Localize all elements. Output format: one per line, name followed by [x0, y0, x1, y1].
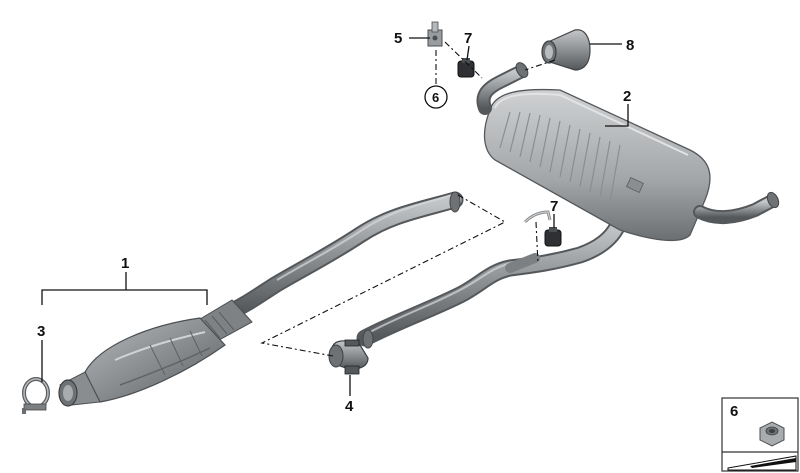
- rubber-mount-lower: [544, 227, 562, 247]
- legend-box: 6: [721, 397, 799, 472]
- center-rear-pipe: [356, 216, 627, 349]
- hanger-wire: [523, 210, 552, 224]
- rubber-mount-upper: [457, 58, 475, 78]
- wedge-icon: [727, 455, 797, 471]
- legend-nut-label: 6: [730, 403, 738, 420]
- assembly-lines: [260, 41, 556, 357]
- callout-1: 1: [121, 255, 129, 272]
- clamp-ring: [22, 377, 50, 414]
- rear-muffler: [476, 62, 780, 242]
- callout-7-lower: 7: [550, 198, 558, 215]
- callout-6: 6: [432, 90, 439, 105]
- sleeve-clamp: [328, 339, 369, 375]
- nut-icon: [759, 421, 785, 447]
- callout-6-circled: 6: [424, 85, 448, 109]
- callout-5: 5: [394, 30, 402, 47]
- callout-4: 4: [345, 398, 354, 415]
- callout-3: 3: [37, 323, 45, 340]
- callout-7-upper: 7: [464, 30, 472, 47]
- tailpipe-trim: [541, 29, 591, 71]
- leader-lines: [41, 37, 629, 396]
- callout-8: 8: [626, 37, 634, 54]
- front-pipe-catalytic-converter: [58, 191, 464, 407]
- callout-2: 2: [623, 88, 631, 105]
- hanger-bracket: [427, 21, 443, 47]
